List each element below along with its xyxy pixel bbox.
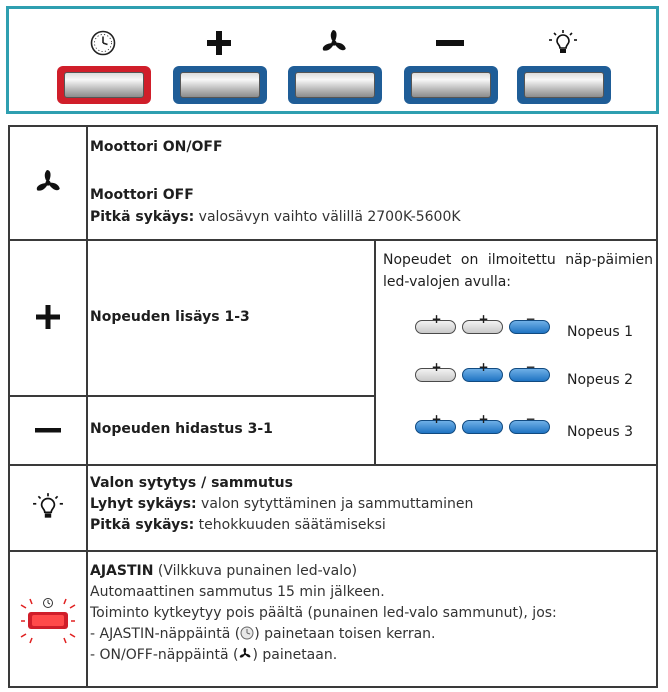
control-panel bbox=[6, 6, 659, 114]
light-long-press: Pitkä sykäys: tehokkuuden säätämiseksi bbox=[90, 515, 386, 535]
motor-long-press: Pitkä sykäys: valosävyn vaihto välillä 2… bbox=[90, 207, 461, 227]
speed-label: Nopeus 3 bbox=[567, 424, 634, 440]
timer-button[interactable] bbox=[53, 27, 153, 104]
speed-label: Nopeus 2 bbox=[567, 372, 634, 388]
fan-icon bbox=[238, 647, 252, 667]
motor-button[interactable] bbox=[284, 27, 384, 104]
divider bbox=[374, 239, 376, 464]
timer-condition: Toiminto kytkeytyy pois päältä (punainen… bbox=[90, 605, 557, 621]
led-indicator: + bbox=[462, 313, 503, 334]
light-bulb-icon bbox=[513, 27, 613, 59]
timer-label: AJASTIN bbox=[90, 563, 154, 579]
clock-icon bbox=[53, 27, 153, 59]
fan-icon bbox=[284, 27, 384, 59]
timer-condition-2: - ON/OFF-näppäintä () painetaan. bbox=[90, 645, 337, 667]
minus-icon bbox=[10, 395, 86, 464]
speed-up-text: Nopeuden lisäys 1-3 bbox=[90, 309, 250, 325]
led-indicator: + bbox=[415, 313, 456, 334]
speed-down-key[interactable] bbox=[404, 66, 498, 104]
motor-key[interactable] bbox=[288, 66, 382, 104]
timer-title: AJASTIN (Vilkkuva punainen led-valo) bbox=[90, 561, 357, 581]
plus-icon bbox=[169, 27, 269, 59]
divider bbox=[10, 395, 86, 397]
divider bbox=[10, 239, 656, 241]
led-indicator: − bbox=[509, 313, 550, 334]
light-button[interactable] bbox=[513, 27, 613, 104]
divider bbox=[86, 395, 376, 397]
clock-icon bbox=[240, 626, 254, 646]
led-indicator: + bbox=[462, 361, 503, 382]
timer-desc: (Vilkkuva punainen led-valo) bbox=[153, 563, 358, 579]
timer-auto-off: Automaattinen sammutus 15 min jälkeen. bbox=[90, 584, 385, 600]
light-bulb-icon bbox=[10, 464, 86, 550]
led-indicator: − bbox=[509, 413, 550, 434]
divider bbox=[10, 550, 656, 552]
speed-down-text: Nopeuden hidastus 3-1 bbox=[90, 421, 273, 437]
led-indicator: + bbox=[415, 413, 456, 434]
speed-up-button[interactable] bbox=[169, 27, 269, 104]
long-press-desc: tehokkuuden säätämiseksi bbox=[194, 517, 386, 533]
light-key[interactable] bbox=[517, 66, 611, 104]
speed-up-key[interactable] bbox=[173, 66, 267, 104]
divider bbox=[86, 127, 88, 688]
blinking-red-timer-icon bbox=[10, 550, 86, 688]
fan-icon bbox=[10, 127, 86, 239]
speed-down-button[interactable] bbox=[400, 27, 500, 104]
minus-icon bbox=[400, 27, 500, 59]
divider bbox=[10, 464, 656, 466]
led-indicator: + bbox=[462, 413, 503, 434]
function-table: Moottori ON/OFF Moottori OFF Pitkä sykäy… bbox=[8, 125, 658, 688]
long-press-label: Pitkä sykäys: bbox=[90, 209, 195, 225]
led-indicator: − bbox=[509, 361, 550, 382]
timer-condition-1: - AJASTIN-näppäintä () painetaan toisen … bbox=[90, 624, 435, 646]
plus-icon bbox=[10, 239, 86, 395]
light-short-press: Lyhyt sykäys: valon sytyttäminen ja samm… bbox=[90, 494, 473, 514]
speed-note: Nopeudet on ilmoitettu näp-päimien led-v… bbox=[383, 252, 653, 290]
timer-key[interactable] bbox=[57, 66, 151, 104]
led-indicator: + bbox=[415, 361, 456, 382]
short-press-desc: valon sytyttäminen ja sammuttaminen bbox=[196, 496, 474, 512]
long-press-desc: valosävyn vaihto välillä 2700K-5600K bbox=[194, 209, 461, 225]
short-press-label: Lyhyt sykäys: bbox=[90, 496, 197, 512]
light-title: Valon sytytys / sammutus bbox=[90, 475, 293, 491]
motor-off-text: Moottori OFF bbox=[90, 187, 194, 203]
speed-label: Nopeus 1 bbox=[567, 324, 634, 340]
long-press-label: Pitkä sykäys: bbox=[90, 517, 195, 533]
motor-title: Moottori ON/OFF bbox=[90, 139, 223, 155]
